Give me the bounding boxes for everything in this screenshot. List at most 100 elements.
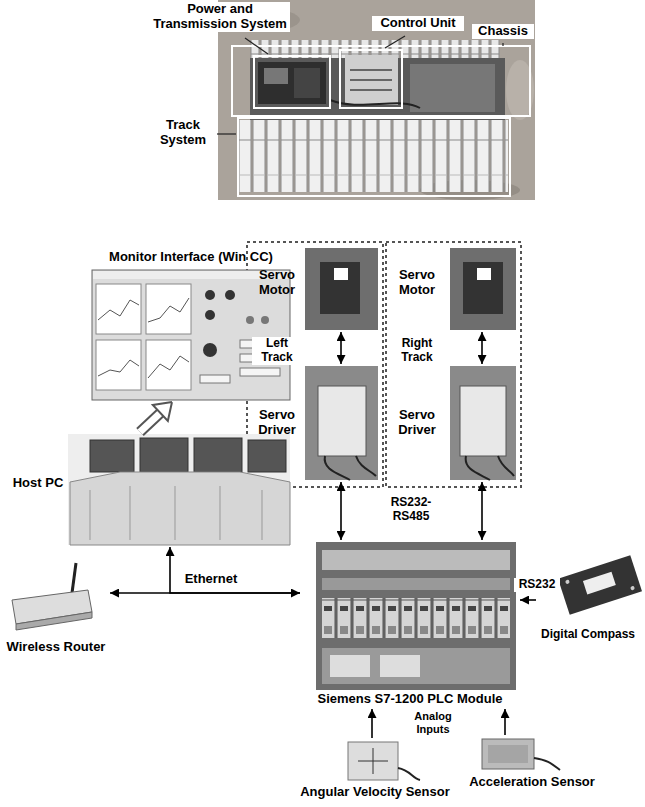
signal-label: RS232-RS485	[380, 496, 442, 524]
vehicle-photo-part	[258, 62, 326, 104]
servo-driver-photo-part	[318, 386, 366, 456]
component-box: Wireless Router	[2, 560, 110, 660]
servo-motor-photo-part	[450, 248, 516, 330]
monitor-screenshot-part	[148, 356, 189, 378]
part-label: Control Unit	[372, 16, 464, 31]
component-label: Acceleration Sensor	[462, 775, 602, 790]
monitor-screenshot-part	[96, 340, 141, 390]
monitor-screenshot-part	[146, 340, 191, 390]
acceleration-sensor-photo-part	[534, 758, 560, 770]
servo-driver-photo-part	[305, 366, 378, 480]
monitor-screenshot-part	[240, 368, 280, 376]
servo-motor-photo-part	[334, 268, 348, 280]
acceleration-sensor-photo-part	[482, 739, 534, 769]
host-pc-photo-part	[90, 486, 262, 540]
compass-photo-part-part	[583, 572, 616, 595]
monitor-screenshot-part	[200, 375, 230, 383]
dotted-group-box-part	[386, 242, 521, 487]
router-photo-part	[16, 612, 92, 630]
leader-line-part	[502, 43, 503, 46]
host-pc-photo-part	[68, 434, 290, 545]
monitor-screenshot-part	[205, 310, 215, 320]
servo-motor-photo-part	[477, 268, 491, 280]
servo-driver-photo-part	[450, 366, 516, 480]
host-pc-photo	[68, 434, 290, 545]
leader-line-part	[245, 38, 268, 54]
host-pc-photo-part	[90, 440, 134, 472]
vehicle-photo-part	[264, 68, 288, 84]
acceleration-sensor-photo-part	[488, 745, 528, 763]
servo-driver-photo-part	[460, 386, 506, 456]
monitor-screenshot-part	[205, 290, 215, 300]
servo-motor-photo-part	[463, 262, 503, 314]
vehicle-photo-part	[340, 50, 402, 108]
component-box: Servo Driver	[250, 364, 380, 482]
monitor-screenshot-part	[246, 316, 254, 324]
compass-photo-part	[558, 555, 642, 615]
monitor-screenshot-part	[146, 284, 191, 334]
compass-photo-part-part	[630, 586, 635, 591]
monitor-screenshot-part	[148, 298, 189, 322]
connector-label: RS232	[514, 578, 560, 592]
connector-label: Ethernet	[180, 572, 242, 587]
leader-line	[217, 36, 503, 134]
monitor-screenshot-part	[203, 343, 217, 357]
signal-connector	[371, 709, 373, 738]
component-label: Angular Velocity Sensor	[290, 785, 460, 800]
component-box: Acceleration Sensor	[462, 735, 602, 793]
component-box: Siemens S7-1200 PLC Module	[300, 540, 520, 709]
signal-connector	[504, 709, 506, 735]
router-photo-part	[72, 563, 76, 593]
connector-label: Left Track	[252, 337, 302, 365]
monitor-screenshot-part	[96, 284, 141, 334]
acceleration-sensor-photo	[482, 739, 560, 770]
servo-driver-photo	[305, 366, 516, 480]
vehicle-photo-part	[330, 100, 420, 108]
plc-photo-part	[322, 578, 510, 590]
signal-connector	[340, 482, 342, 540]
signal-connector	[340, 332, 342, 364]
plc-photo-part	[322, 598, 510, 638]
leader-line-part	[217, 133, 236, 134]
block-arrow	[140, 402, 172, 432]
vehicle-photo-part	[410, 64, 495, 112]
signal-connector	[140, 412, 161, 432]
signal-label: Analog Inputs	[398, 710, 468, 735]
connector-label: Right Track	[390, 337, 444, 365]
vehicle-photo-part	[238, 118, 510, 196]
component-label: Servo Driver	[388, 408, 446, 438]
signal-connector	[520, 599, 536, 601]
servo-motor-photo-part	[320, 262, 360, 314]
vehicle-photo-part	[238, 120, 508, 192]
servo-motor-photo-part	[305, 248, 378, 330]
leader-line-part	[385, 36, 405, 48]
signal-connector	[481, 482, 483, 540]
host-pc-photo-part	[70, 472, 290, 545]
vehicle-photo-part	[254, 56, 330, 108]
compass-photo	[558, 555, 642, 615]
signal-connector	[481, 332, 483, 364]
angular-sensor-photo	[348, 742, 420, 780]
component-label: Digital Compass	[536, 628, 640, 642]
component-box: Angular Velocity Sensor	[290, 738, 460, 802]
signal-connector	[110, 592, 300, 594]
angular-sensor-photo-part	[358, 761, 388, 762]
angular-sensor-photo-part	[348, 742, 398, 780]
part-label: Power and Transmission System	[150, 2, 290, 32]
vehicle-photo-part	[350, 70, 392, 90]
component-label: Host PC	[10, 476, 66, 491]
compass-photo-part-part	[558, 555, 642, 615]
component-label: Siemens S7-1200 PLC Module	[300, 692, 520, 707]
vehicle-photo-part	[232, 46, 530, 116]
servo-motor-photo	[305, 248, 516, 330]
vehicle-photo-part	[294, 68, 320, 98]
monitor-screenshot-part	[261, 316, 269, 324]
block-arrow-head	[153, 402, 172, 421]
monitor-screenshot-part	[98, 360, 139, 376]
component-label: Wireless Router	[2, 640, 110, 655]
component-label: Servo Motor	[250, 268, 304, 298]
component-box: Monitor Interface (Win CC)	[88, 250, 294, 402]
block-arrow-fill	[140, 412, 161, 432]
